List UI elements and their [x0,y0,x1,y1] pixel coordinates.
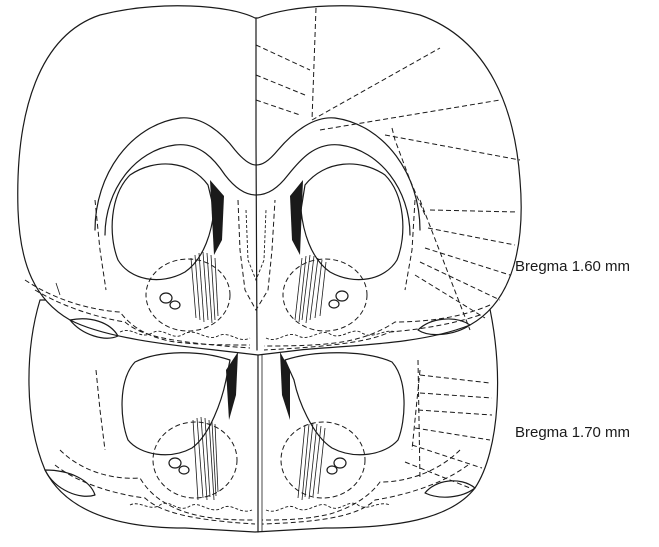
bregma-label-upper: Bregma 1.60 mm [515,258,630,275]
section-upper [18,6,521,355]
upper-section-outline [18,6,521,355]
bregma-label-lower: Bregma 1.70 mm [515,424,630,441]
